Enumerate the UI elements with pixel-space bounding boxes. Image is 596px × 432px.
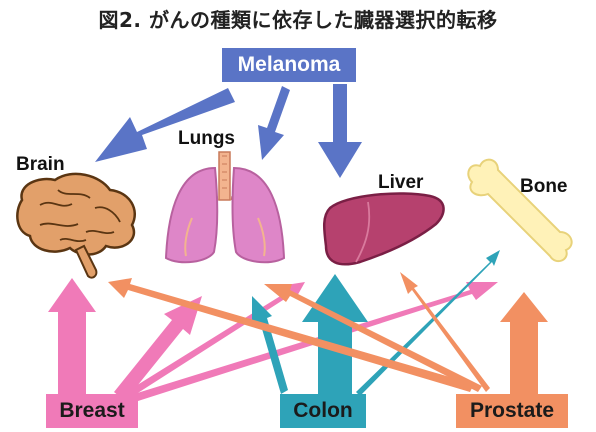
breast-label: Breast — [59, 399, 124, 423]
melanoma-label: Melanoma — [238, 53, 341, 77]
liver-icon — [324, 193, 443, 264]
bone-label: Bone — [520, 176, 568, 198]
colon-label: Colon — [293, 399, 352, 423]
arrow-colon-to-liver — [302, 274, 368, 396]
lungs-icon — [166, 152, 284, 262]
arrow-melanoma-to-lungs — [258, 86, 290, 160]
arrow-colon-to-lungs — [252, 296, 288, 394]
breast-box: Breast — [46, 394, 138, 428]
arrow-breast-to-lungs — [114, 296, 202, 401]
liver-label: Liver — [378, 172, 423, 194]
prostate-label: Prostate — [470, 399, 554, 423]
arrow-breast-to-brain — [48, 278, 96, 394]
bone-icon — [468, 160, 571, 262]
arrow-prostate-to-bone — [500, 292, 548, 394]
lungs-label: Lungs — [178, 128, 235, 150]
brain-label: Brain — [16, 154, 65, 176]
arrow-melanoma-to-liver — [318, 84, 362, 178]
colon-box: Colon — [280, 394, 366, 428]
prostate-box: Prostate — [456, 394, 568, 428]
melanoma-box: Melanoma — [222, 48, 356, 82]
brain-icon — [17, 174, 134, 278]
arrow-melanoma-to-brain — [95, 88, 235, 162]
